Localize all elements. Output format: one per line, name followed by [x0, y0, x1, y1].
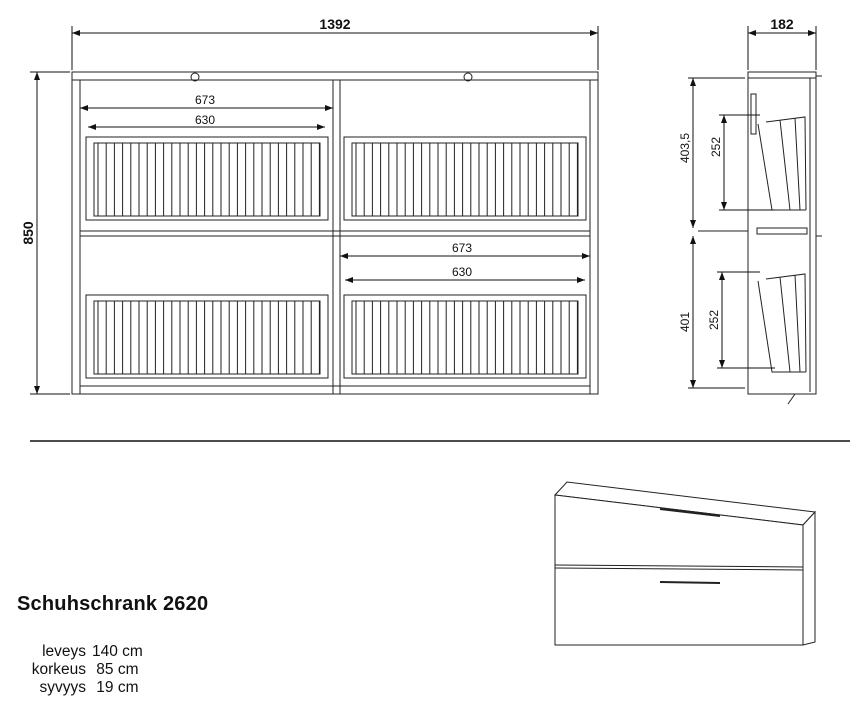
side-dimensions — [688, 26, 817, 389]
spec-label: leveys — [42, 643, 86, 660]
front-view — [71, 71, 599, 395]
shoe-basket — [343, 136, 587, 221]
spec-value: 19 cm — [92, 679, 139, 696]
dim-upper-compartment-height: 403,5 — [678, 133, 692, 163]
side-view — [698, 71, 822, 405]
dim-upper-basket-width: 630 — [195, 113, 215, 127]
dim-lower-inner-width: 673 — [452, 241, 472, 255]
spec-value: 85 cm — [92, 661, 139, 678]
cabinet-side — [802, 510, 816, 646]
cabinet-outline — [71, 71, 599, 395]
shoe-basket — [85, 294, 329, 379]
front-dimensions — [30, 26, 599, 395]
dim-depth: 182 — [770, 16, 794, 32]
dim-upper-inner-width: 673 — [195, 93, 215, 107]
dim-lower-compartment-height: 401 — [678, 312, 692, 332]
shoe-basket — [343, 294, 587, 379]
spec-label: syvyys — [39, 679, 87, 696]
dim-lower-basket-width: 630 — [452, 265, 472, 279]
perspective-view — [553, 481, 817, 646]
dim-total-width: 1392 — [319, 16, 350, 32]
dim-lower-basket-height: 252 — [707, 310, 721, 330]
product-title: Schuhschrank 2620 — [17, 593, 209, 615]
dim-upper-basket-height: 252 — [709, 137, 723, 157]
side-outline — [747, 71, 817, 395]
spec-label: korkeus — [31, 661, 86, 678]
shoe-basket — [85, 136, 329, 221]
cabinet-front — [554, 494, 804, 646]
spec-value: 140 cm — [92, 643, 143, 660]
dim-total-height: 850 — [20, 221, 36, 245]
